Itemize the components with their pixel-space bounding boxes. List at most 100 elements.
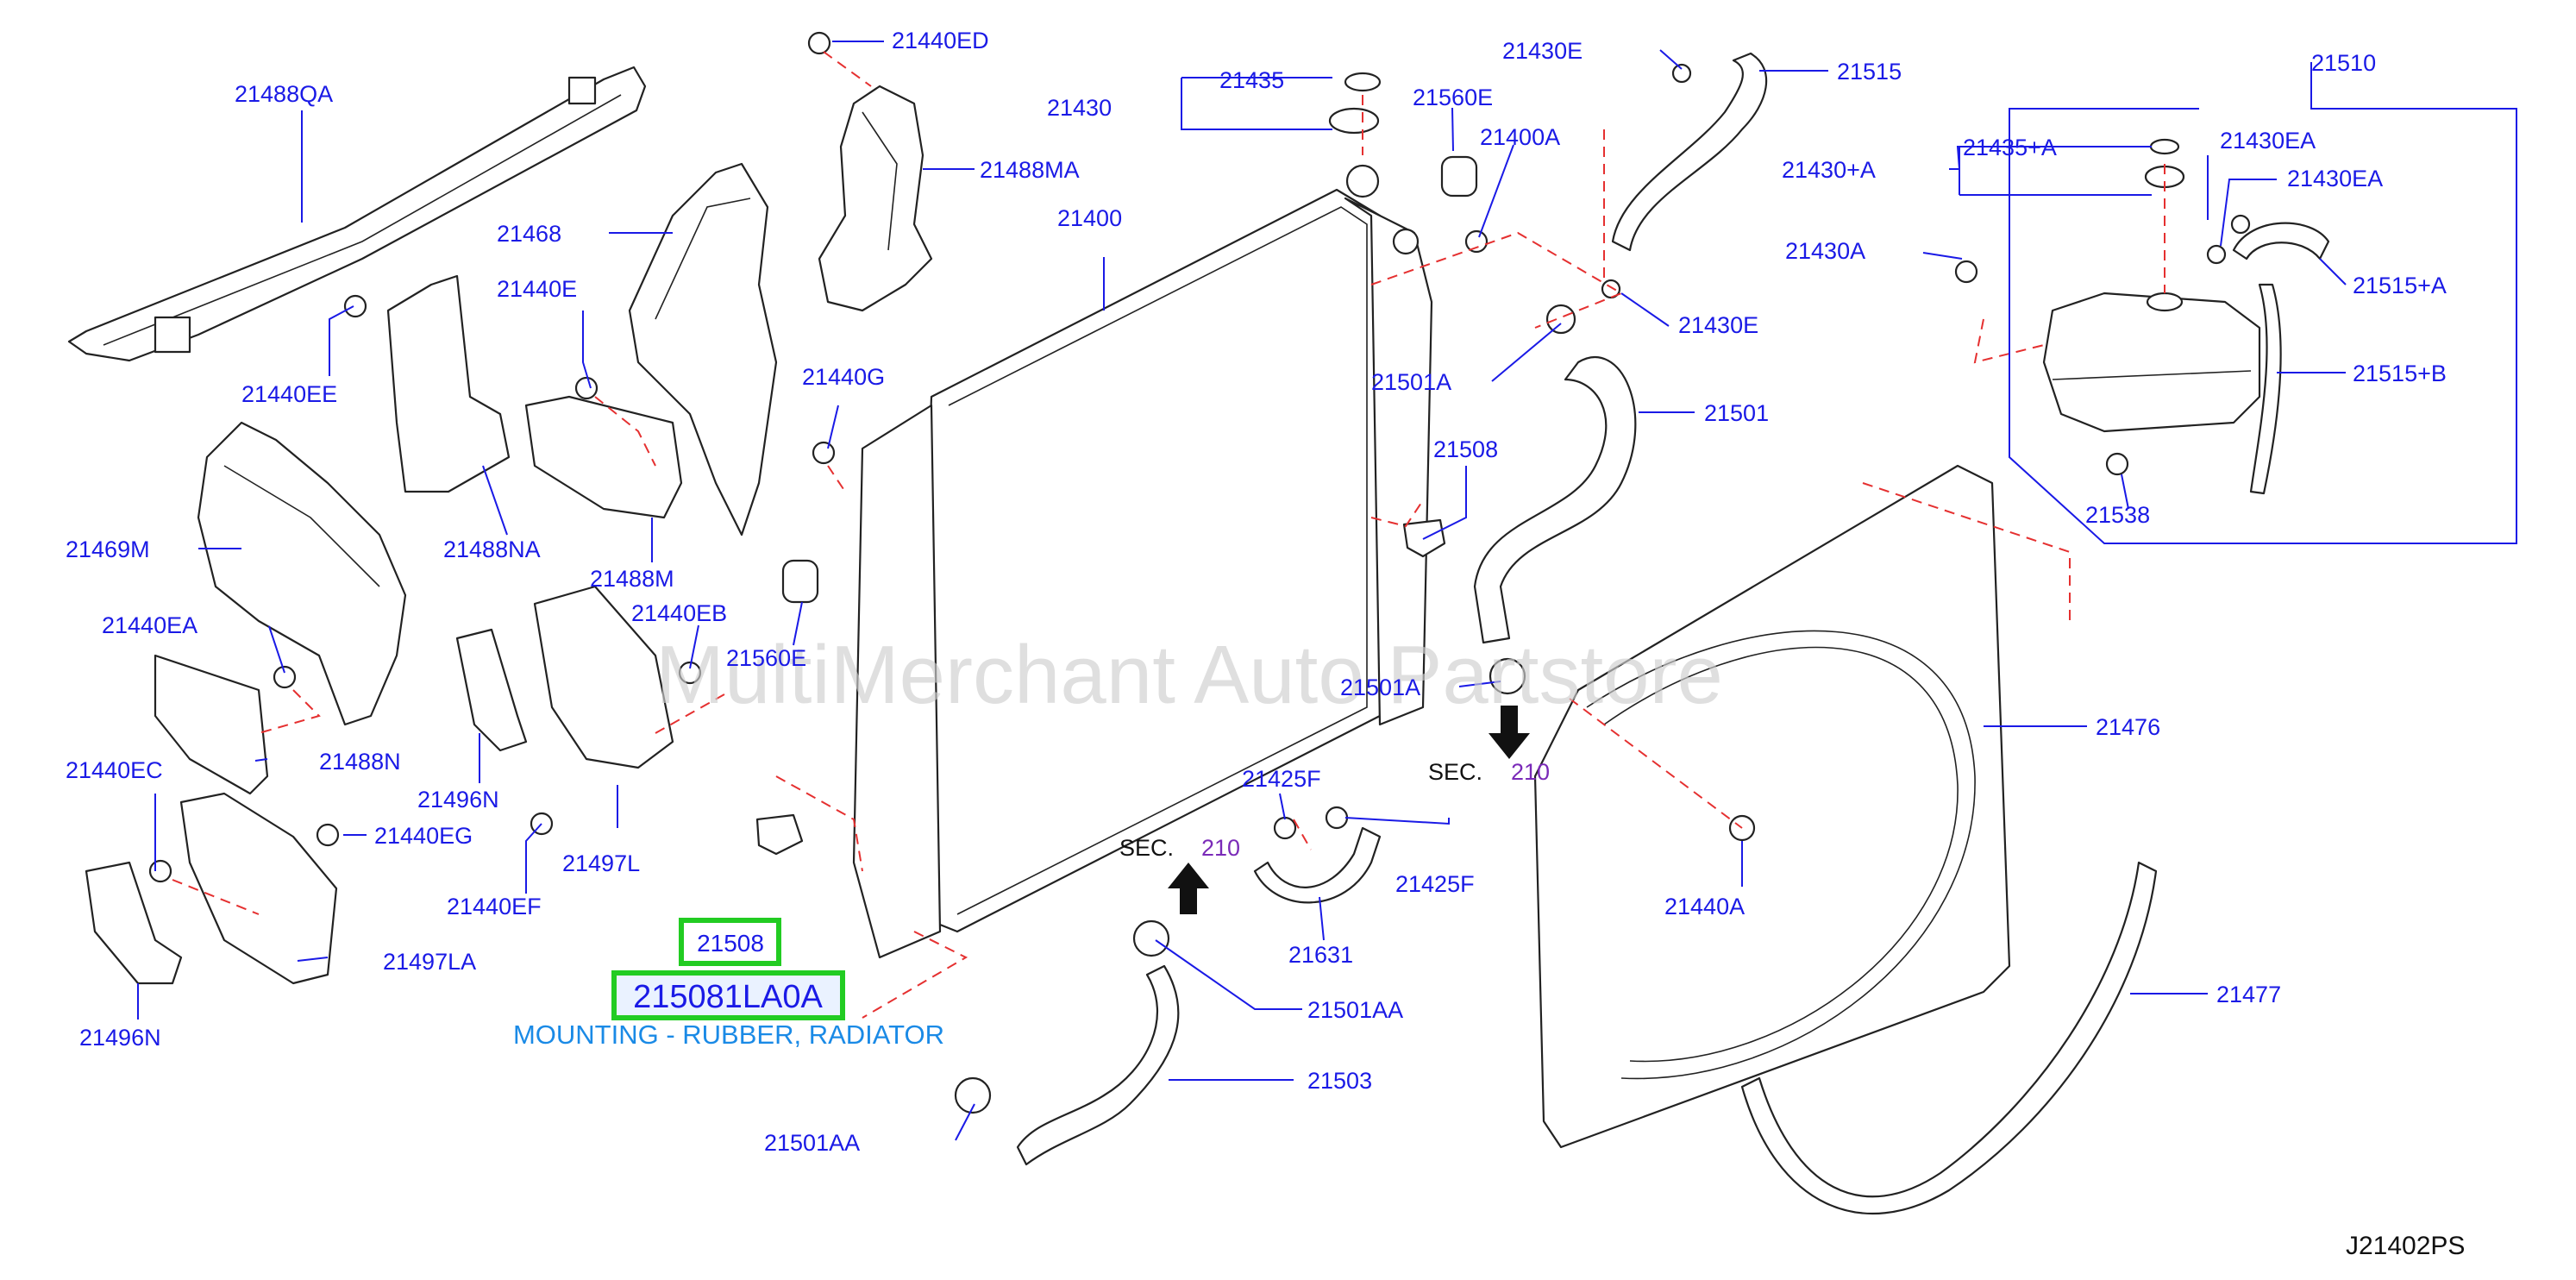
seal-left-upper [455, 628, 528, 752]
highlight-part-number[interactable]: 215081LA0A [633, 979, 823, 1015]
label-21496N-upper[interactable]: 21496N [417, 787, 499, 813]
label-21477[interactable]: 21477 [2216, 982, 2281, 1007]
nut-21538 [2105, 452, 2129, 476]
label-21440ED[interactable]: 21440ED [892, 28, 989, 53]
label-21430EA-lower[interactable]: 21430EA [2287, 166, 2383, 191]
bolt-21440G [812, 441, 836, 465]
label-21430-plus-A[interactable]: 21430+A [1782, 157, 1876, 183]
label-21501A-upper[interactable]: 21501A [1371, 369, 1451, 395]
mounting-rubber-left [755, 813, 804, 856]
label-21440EF[interactable]: 21440EF [447, 894, 542, 919]
label-21440EG[interactable]: 21440EG [374, 823, 473, 849]
bolt-21440E [574, 376, 599, 400]
clamp-21430E-bottom [1601, 279, 1621, 299]
radiator-core [912, 188, 1382, 933]
label-21510[interactable]: 21510 [2311, 50, 2376, 76]
sec-prefix-right: SEC. [1428, 759, 1482, 785]
label-21400A[interactable]: 21400A [1480, 124, 1560, 150]
hose-clamp-upper [1545, 304, 1576, 335]
label-21488MA[interactable]: 21488MA [980, 157, 1080, 183]
leader-lines [137, 41, 2517, 1141]
label-21430A[interactable]: 21430A [1785, 238, 1865, 264]
highlight-box-number[interactable] [611, 970, 845, 1020]
label-21440A[interactable]: 21440A [1664, 894, 1745, 919]
label-21440EC[interactable]: 21440EC [66, 757, 163, 783]
label-21631[interactable]: 21631 [1288, 942, 1353, 968]
label-21538[interactable]: 21538 [2085, 502, 2150, 528]
bolt-21400A [1464, 229, 1489, 254]
air-guide-lower-left-big [179, 792, 338, 985]
sec-arrow-right [1489, 706, 1530, 759]
fan-shroud [1533, 464, 2011, 1149]
label-21435[interactable]: 21435 [1219, 67, 1284, 93]
label-21435-plus-A[interactable]: 21435+A [1963, 135, 2057, 160]
cap-seal [1344, 72, 1382, 92]
clamp-21430EA-a [2230, 214, 2251, 235]
label-21503[interactable]: 21503 [1307, 1068, 1372, 1094]
sec-number-right: 210 [1511, 759, 1550, 785]
reservoir-hose-b [2249, 283, 2282, 495]
label-21468[interactable]: 21468 [497, 221, 561, 247]
label-21515[interactable]: 21515 [1837, 59, 1902, 85]
label-21501[interactable]: 21501 [1704, 400, 1769, 426]
clamp-21430EA-b [2206, 244, 2227, 265]
reservoir-cap-seal [2149, 138, 2180, 155]
lower-hose [1016, 964, 1180, 1166]
label-21501AA-upper[interactable]: 21501AA [1307, 997, 1403, 1023]
label-21469M[interactable]: 21469M [66, 536, 150, 562]
sec-prefix-left: SEC. [1119, 835, 1174, 861]
label-21430E-lower[interactable]: 21430E [1678, 312, 1758, 338]
label-21497LA[interactable]: 21497LA [383, 949, 476, 975]
bolt-21440EE [343, 294, 367, 318]
label-21430E-upper[interactable]: 21430E [1502, 38, 1583, 64]
label-21488N[interactable]: 21488N [319, 749, 401, 775]
label-21508-right[interactable]: 21508 [1433, 436, 1498, 462]
radiator-cap [1328, 107, 1380, 135]
label-21430EA-upper[interactable]: 21430EA [2220, 128, 2316, 154]
highlight-part-label[interactable]: 21508 [697, 930, 764, 957]
upper-hose [1473, 356, 1637, 644]
highlight-description: MOUNTING - RUBBER, RADIATOR [513, 1020, 944, 1050]
air-guide-center-left [533, 585, 674, 769]
bolt-21440EC [148, 859, 172, 883]
overflow-hose-upper [1611, 52, 1768, 252]
label-21560E-lower[interactable]: 21560E [726, 645, 806, 671]
air-guide-bracket [818, 85, 933, 312]
label-21440EE[interactable]: 21440EE [241, 381, 337, 407]
label-21497L[interactable]: 21497L [562, 850, 640, 876]
diagram-code: J21402PS [2346, 1232, 2465, 1260]
label-21425F-right[interactable]: 21425F [1395, 871, 1475, 897]
part-labels[interactable]: 21488QA 21440EE 21469M 21440EA 21488N 21… [66, 28, 2447, 1156]
label-21488NA[interactable]: 21488NA [443, 536, 541, 562]
upper-support-cover [67, 66, 647, 362]
air-guide-lower-mid [524, 395, 683, 519]
label-21560E-upper[interactable]: 21560E [1413, 85, 1493, 110]
label-21488QA[interactable]: 21488QA [235, 81, 333, 107]
bolt-21430A [1954, 260, 1978, 284]
label-21501A-lower[interactable]: 21501A [1340, 675, 1420, 700]
bolt-21440EA [273, 665, 297, 689]
label-21425F-left[interactable]: 21425F [1242, 766, 1321, 792]
label-21496N-lower[interactable]: 21496N [79, 1025, 161, 1051]
label-21400[interactable]: 21400 [1057, 205, 1122, 231]
rubber-mount-upper [1440, 155, 1478, 198]
highlighted-part[interactable]: 21508 215081LA0A MOUNTING - RUBBER, RADI… [513, 918, 944, 1050]
reservoir-hose-a [2232, 222, 2330, 260]
clamp-21425F-right [1325, 806, 1349, 830]
highlight-box-part[interactable] [679, 918, 781, 966]
label-21440E[interactable]: 21440E [497, 276, 577, 302]
label-21515-plus-B[interactable]: 21515+B [2353, 361, 2447, 386]
label-21440EB[interactable]: 21440EB [631, 600, 727, 626]
alignment-lines [172, 51, 2165, 1019]
label-21488M[interactable]: 21488M [590, 566, 674, 592]
label-21515-plus-A[interactable]: 21515+A [2353, 273, 2447, 298]
rubber-mount-lower [781, 559, 819, 604]
label-21476[interactable]: 21476 [2096, 714, 2160, 740]
hose-clamp-lower [1489, 657, 1526, 695]
bolt-21440ED [807, 31, 831, 55]
label-21440EA[interactable]: 21440EA [102, 612, 197, 638]
label-21501AA-lower[interactable]: 21501AA [764, 1130, 860, 1156]
label-21440G[interactable]: 21440G [802, 364, 885, 390]
label-21430[interactable]: 21430 [1047, 95, 1112, 121]
